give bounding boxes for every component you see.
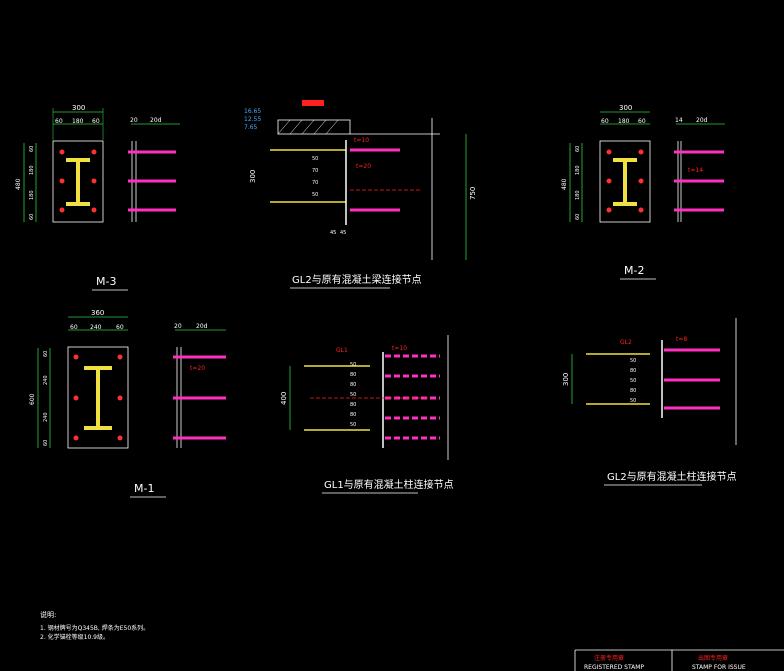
gl1-row-4: 50 (350, 392, 356, 398)
gl2r-title: GL2与原有混凝土柱连接节点 (607, 470, 737, 483)
m1-v-top: 60 (43, 351, 49, 357)
m2-width: 300 (619, 104, 632, 112)
m1-v-mid2: 240 (43, 412, 49, 422)
m1-dim-a: 20 (174, 323, 182, 330)
m2-height: 480 (561, 178, 568, 190)
gl2-level-3: 7.65 (244, 124, 258, 131)
gl2r-row-4: 80 (630, 388, 636, 394)
m3-title: M-3 (96, 275, 116, 288)
m2-dim-b: 20d (696, 117, 708, 124)
notes-item-1: 1. 钢材牌号为Q345B, 焊条为E50系列。 (40, 624, 149, 632)
m3-v-mid: 180 (29, 165, 35, 175)
gl2-bottom2: 45 (340, 230, 346, 236)
m3-dim-a: 20 (130, 117, 138, 124)
plate-m2: 300 60 180 60 480 60 180 180 60 14 20d t… (561, 104, 725, 223)
gl2r-row-1: 50 (630, 358, 636, 364)
m1-weld-label: t=20 (190, 365, 205, 372)
gl2r-dim-beam: 300 (562, 373, 570, 386)
m2-center: 180 (618, 118, 630, 125)
gl1-title: GL1与原有混凝土柱连接节点 (324, 478, 454, 491)
m1-width: 360 (91, 309, 104, 317)
stamp-2-en: STAMP FOR ISSUE (692, 664, 746, 671)
gl1-t-label: t=10 (392, 345, 407, 352)
gl2-row-1: 50 (312, 156, 318, 162)
m1-title: M-1 (134, 482, 154, 495)
m3-width: 300 (72, 104, 85, 112)
gl1-row-7: 50 (350, 422, 356, 428)
m2-weld-label: t=14 (688, 167, 703, 174)
detail-gl2-column: GL2 300 t=8 50 80 50 80 50 (562, 318, 737, 445)
gl2-level-1: 16.65 (244, 108, 261, 115)
gl2-row-4: 50 (312, 192, 318, 198)
plate-m1: 360 60 240 60 600 60 240 240 60 20 20d t… (29, 309, 226, 449)
plate-m3: 300 60 180 60 480 60 180 180 60 20 20d (15, 104, 180, 223)
m2-v-mid2: 180 (575, 190, 581, 200)
m2-dim-a: 14 (675, 117, 683, 124)
m1-height: 600 (29, 393, 36, 405)
notes-block: 说明: 1. 钢材牌号为Q345B, 焊条为E50系列。 2. 化学锚栓等级10… (40, 610, 149, 641)
gl1-row-6: 80 (350, 412, 356, 418)
gl2-t-label: t=10 (354, 137, 369, 144)
gl2-t2-label: t=20 (356, 163, 371, 170)
m1-center: 240 (90, 324, 102, 331)
gl1-row-3: 80 (350, 382, 356, 388)
gl1-beam-label: GL1 (336, 347, 348, 354)
detail-gl2-beam: 16.65 12.55 7.65 300 750 t=10 t=20 50 70… (244, 100, 477, 260)
notes-item-2: 2. 化学锚栓等级10.9级。 (40, 633, 109, 641)
m2-edge-left: 60 (601, 118, 609, 125)
stamp-2-label: 出图专用章 (698, 654, 728, 662)
m2-edge-right: 60 (638, 118, 646, 125)
gl2-dim-right: 750 (469, 187, 477, 200)
m3-edge-right: 60 (92, 118, 100, 125)
gl1-row-2: 80 (350, 372, 356, 378)
gl2-beam-title: GL2与原有混凝土梁连接节点 (292, 273, 422, 286)
m3-v-mid2: 180 (29, 190, 35, 200)
gl2r-row-3: 50 (630, 378, 636, 384)
gl2r-t-label: t=8 (676, 336, 687, 343)
m2-v-mid: 180 (575, 165, 581, 175)
m2-v-bot: 60 (575, 214, 581, 220)
gl2-level-2: 12.55 (244, 116, 261, 123)
gl1-dim-beam: 400 (280, 392, 288, 405)
m3-height: 480 (15, 178, 22, 190)
gl1-row-1: 50 (350, 362, 356, 368)
m3-edge-left: 60 (55, 118, 63, 125)
gl2r-row-2: 80 (630, 368, 636, 374)
notes-heading: 说明: (40, 610, 56, 619)
m2-v-top: 60 (575, 146, 581, 152)
gl2r-beam-label: GL2 (620, 339, 632, 346)
m3-v-bot: 60 (29, 214, 35, 220)
m1-v-mid: 240 (43, 375, 49, 385)
m2-title: M-2 (624, 264, 644, 277)
gl1-row-5: 80 (350, 402, 356, 408)
m3-dim-b: 20d (150, 117, 162, 124)
gl2-row-2: 70 (312, 168, 318, 174)
m1-edge-left: 60 (70, 324, 78, 331)
m1-v-bot: 60 (43, 440, 49, 446)
detail-gl1: GL1 400 t=10 50 80 80 50 80 80 50 (280, 335, 449, 460)
stamp-1-en: REGISTERED STAMP (584, 664, 644, 671)
m1-edge-right: 60 (116, 324, 124, 331)
stamp-1-label: 注册专用章 (594, 654, 624, 662)
gl2-bottom: 45 (330, 230, 336, 236)
m1-dim-b: 20d (196, 323, 208, 330)
gl2-row-3: 70 (312, 180, 318, 186)
title-block: 注册专用章 REGISTERED STAMP 出图专用章 STAMP FOR I… (574, 649, 784, 671)
gl2r-row-5: 50 (630, 398, 636, 404)
m3-v-top: 60 (29, 146, 35, 152)
m3-center: 180 (72, 118, 84, 125)
gl2-dim-beam: 300 (249, 170, 257, 183)
